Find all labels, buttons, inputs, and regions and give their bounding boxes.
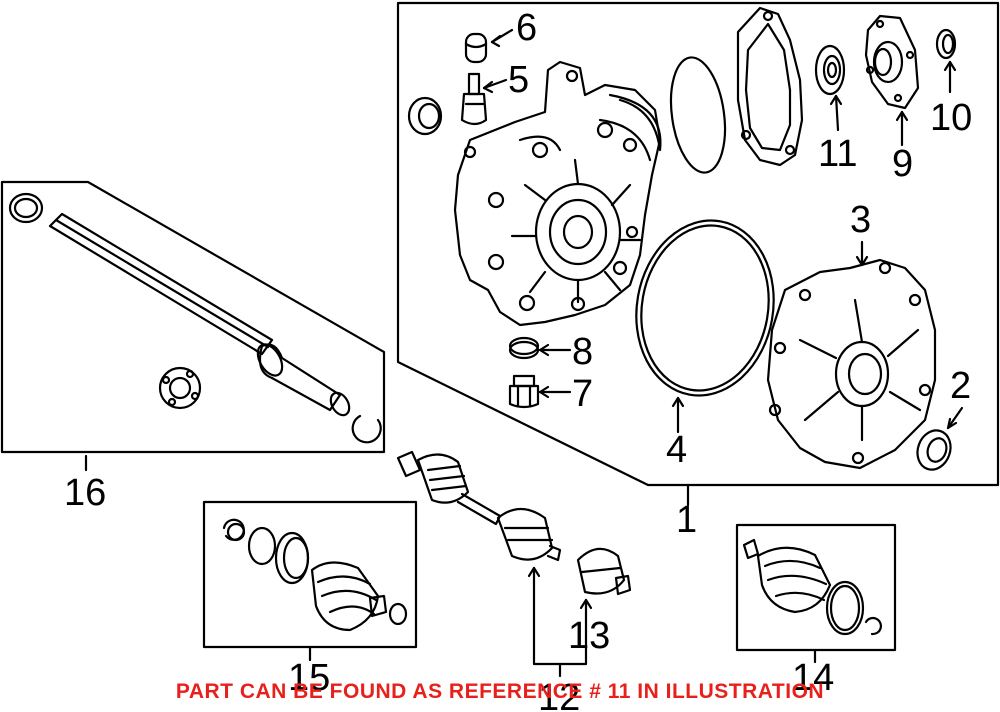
callout-labels: 1 2 3 4 5 6 7 8 9 10 11 12 13 14 15 16 <box>64 7 972 712</box>
callout-9: 9 <box>892 143 913 185</box>
group-frame-axle-shaft <box>0 180 386 454</box>
part-14-boot-kit <box>742 538 882 636</box>
group-frame-differential <box>396 1 1000 487</box>
o-ring-upper <box>669 56 727 174</box>
part-7-drain-plug <box>508 374 540 409</box>
part-6-plug-cap <box>464 32 488 64</box>
callout-12: 12 <box>538 677 580 712</box>
input-seal <box>407 96 443 136</box>
callout-11: 11 <box>818 133 857 175</box>
group-frame-boot-kit-14 <box>735 523 897 652</box>
callout-3: 3 <box>850 199 871 241</box>
callout-15: 15 <box>288 657 330 699</box>
callout-2: 2 <box>950 365 971 407</box>
callout-6: 6 <box>516 7 537 49</box>
part-12-cv-axle <box>396 450 562 562</box>
part-4-large-o-ring <box>635 219 775 397</box>
differential-housing <box>453 60 662 327</box>
callout-14: 14 <box>792 657 834 699</box>
leader-lines <box>84 28 964 678</box>
part-13-cv-joint <box>576 547 632 596</box>
part-3-rear-cover <box>766 258 937 470</box>
callout-13: 13 <box>568 615 610 657</box>
callout-5: 5 <box>508 59 529 101</box>
part-5-breather <box>460 72 488 126</box>
callout-7: 7 <box>572 373 593 415</box>
callout-1: 1 <box>676 499 697 541</box>
part-9-output-flange <box>864 14 920 110</box>
footer-reference-note: PART CAN BE FOUND AS REFERENCE # 11 IN I… <box>175 680 825 703</box>
part-2-seal <box>916 429 952 471</box>
callout-16: 16 <box>64 472 106 514</box>
callout-10: 10 <box>930 97 972 139</box>
cover-gasket-plate <box>736 6 804 167</box>
part-15-boot-kit <box>222 518 408 632</box>
part-11-seal <box>814 44 846 96</box>
part-8-o-ring <box>508 336 540 360</box>
part-10-small-seal <box>935 28 957 60</box>
callout-4: 4 <box>666 429 687 471</box>
callout-8: 8 <box>572 331 593 373</box>
part-16-axle-shaft <box>8 192 382 444</box>
